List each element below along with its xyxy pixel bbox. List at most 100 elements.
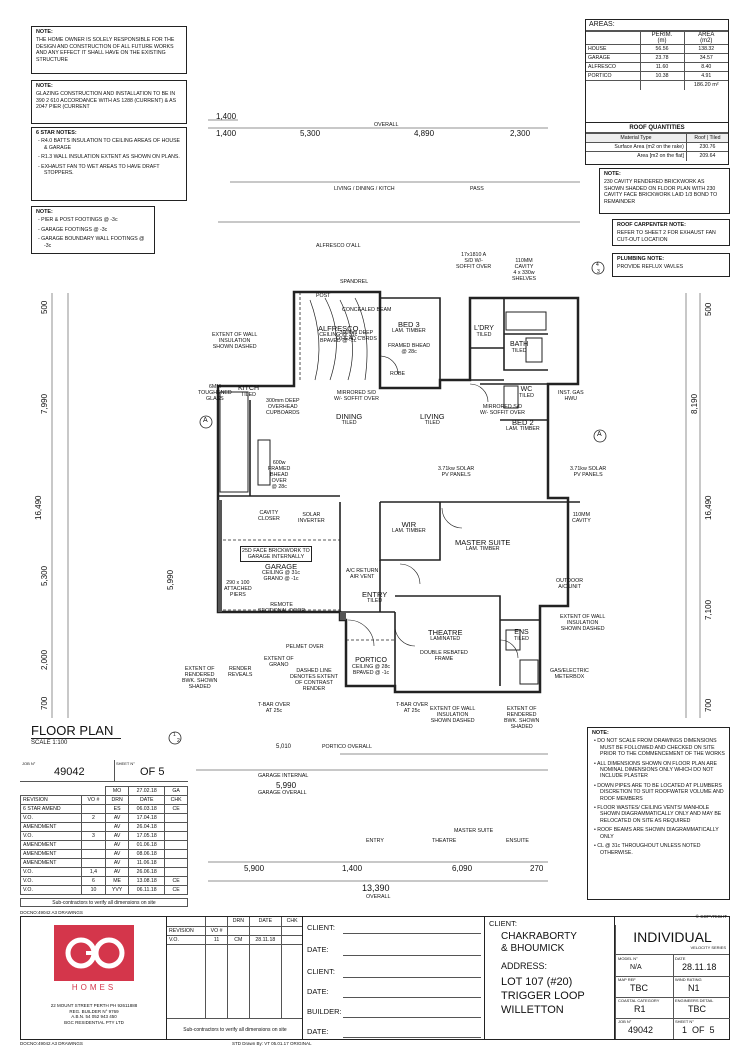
rev-date: 17.04.18 <box>128 813 166 823</box>
ac-return-label: A/C RETURN AIR VENT <box>346 568 379 580</box>
gas-hwu-label: INST. GAS HWU <box>558 390 584 402</box>
tb-sheet-label: SHEET N° <box>675 1019 694 1024</box>
wind-value: N1 <box>688 983 700 993</box>
rev-chk <box>164 813 188 823</box>
tb-rev-vo: 11 <box>205 934 229 945</box>
portico-overall-label: PORTICO OVERALL <box>322 744 372 750</box>
rev-chk <box>164 840 188 850</box>
room-portico-sub: CEILING @ 28c BPAVED @ -1c <box>352 664 391 676</box>
tb-job-value: 49042 <box>628 1025 654 1035</box>
general-note-item: ALL DIMENSIONS SHOWN ON FLOOR PLAN ARE N… <box>592 761 725 780</box>
site-address: LOT 107 (#20) TRIGGER LOOP WILLETTON <box>501 976 585 1016</box>
room-master-sub: LAM. TIMBER <box>465 546 500 552</box>
rev-date: 11.06.18 <box>128 858 166 868</box>
owner-note-text: THE HOME OWNER IS SOLELY RESPONSIBLE FOR… <box>36 37 175 63</box>
rev-head-revision: REVISION <box>20 795 82 805</box>
map-value: TBC <box>630 983 648 993</box>
star-note: 6 STAR NOTES: R4.0 BATTS INSULATION TO C… <box>31 127 187 201</box>
copyright: © COPYRIGHT <box>695 914 727 919</box>
tbar-label: T-BAR OVER AT 25c <box>258 702 291 714</box>
tb-rev-date: 28.11.18 <box>248 934 283 945</box>
rev-vo <box>80 858 106 868</box>
section-3-marker: 3 <box>597 269 600 275</box>
shelves-label: 110MM CAVITY 4 x 330w SHELVES <box>512 258 537 282</box>
dim-left-2000: 2,000 <box>40 649 49 670</box>
attached-piers-label: 290 x 100 ATTACHED PIERS <box>224 580 252 598</box>
field-client-2: CLIENT: <box>307 967 335 976</box>
roof-carpenter-title: ROOF CARPENTER NOTE: <box>617 222 686 228</box>
map-label: MAP REF <box>618 977 636 982</box>
rev-date: 06.03.18 <box>128 804 166 814</box>
glazing-note: NOTE: GLAZING CONSTRUCTION AND INSTALLAT… <box>31 80 187 124</box>
tb-sub-note: Sub-contractors to verify all dimensions… <box>183 1027 287 1033</box>
meterbox-label: GAS/ELECTRIC METERBOX <box>550 668 589 680</box>
dim-top-4890: 4,890 <box>414 129 435 138</box>
dim-right-16490: 16,490 <box>704 495 713 520</box>
wind-label: WIND RATING <box>675 977 702 982</box>
pass-label: PASS <box>470 186 484 192</box>
glazing-note-title: NOTE: <box>36 83 53 89</box>
framed-bhead2-label: 600w FRAMED BHEAD OVER @ 28c <box>268 460 291 490</box>
dim-left-5300: 5,300 <box>40 565 49 586</box>
outdoor-ac-label: OUTDOOR A/C UNIT <box>556 578 584 590</box>
rev-job-label: JOB N° <box>22 761 36 766</box>
rev-drn: YVY <box>104 885 130 895</box>
concealed-beam-label: CONCEALED BEAM <box>342 307 392 313</box>
room-kitch-sub: TILED <box>240 392 256 398</box>
rev-vo <box>80 804 106 814</box>
general-note-title: NOTE: <box>592 730 609 736</box>
field-date-1: DATE: <box>307 945 329 954</box>
series-name: INDIVIDUAL <box>633 929 712 945</box>
rev-vo: 3 <box>80 831 106 841</box>
rev-drn: AV <box>104 831 130 841</box>
garage-internal-label: GARAGE INTERNAL <box>258 773 309 779</box>
rev-desc: AMENDMENT <box>20 858 82 868</box>
areas-head-perim-unit: (m) <box>657 38 667 44</box>
room-kitch-name: KITCH <box>238 385 259 392</box>
grano-label: EXTENT OF GRANO <box>264 656 294 668</box>
solar-label: 3.71kw SOLAR PV PANELS <box>438 466 475 478</box>
areas-head-area-unit: (m2) <box>700 38 713 44</box>
overall-bottom-label: OVERALL <box>366 894 391 900</box>
logo-text: HOMES <box>71 983 117 992</box>
rev-sheet-label: SHEET N° <box>116 761 135 766</box>
dim-right-7100: 7,100 <box>704 599 713 620</box>
room-garage-name: GARAGE <box>264 562 298 571</box>
general-note-item: ROOF BEAMS ARE SHOWN DIAGRAMMATICALLY ON… <box>592 827 725 840</box>
rev-desc: AMENDMENT <box>20 822 82 832</box>
rev-drn: AV <box>104 867 130 877</box>
room-master-name: MASTER SUITE <box>455 538 511 547</box>
owner-note-title: NOTE: <box>36 29 53 35</box>
glazing-note-text: GLAZING CONSTRUCTION AND INSTALLATION TO… <box>36 91 177 111</box>
go-homes-logo-icon <box>54 925 134 981</box>
client-label: CLIENT: <box>489 919 517 928</box>
rev-chk: CE <box>164 804 188 814</box>
general-note: NOTE: DO NOT SCALE FROM DRAWINGS DIMENSI… <box>587 727 730 900</box>
tb-job-label: JOB N° <box>618 1019 632 1024</box>
floor-plan-title: FLOOR PLAN <box>31 723 121 739</box>
floor-plan-scale: SCALE 1:100 <box>31 740 68 746</box>
robe-label: ROBE <box>390 371 406 377</box>
tb-rev-chk <box>281 934 302 945</box>
footings-note-item: GARAGE BOUNDARY WALL FOOTINGS @ -3c <box>36 236 150 249</box>
date-value: 28.11.18 <box>682 962 717 972</box>
rev-date: 01.06.18 <box>128 840 166 850</box>
dim-right-500: 500 <box>704 302 713 316</box>
star-note-item: R1.3 WALL INSULATION EXTENT AS SHOWN ON … <box>36 154 182 160</box>
rev-sub-note: Sub-contractors to verify all dimensions… <box>20 898 188 907</box>
rev-head-chk: CHK <box>164 795 188 805</box>
mirrored-label: MIRRORED S/D W/- SOFFIT OVER <box>334 390 379 402</box>
toughened-glass-label: 6MM TOUGHENED GLASS <box>198 384 232 402</box>
general-note-item: CL @ 31c THROUGHOUT UNLESS NOTED OTHERWI… <box>592 843 725 856</box>
